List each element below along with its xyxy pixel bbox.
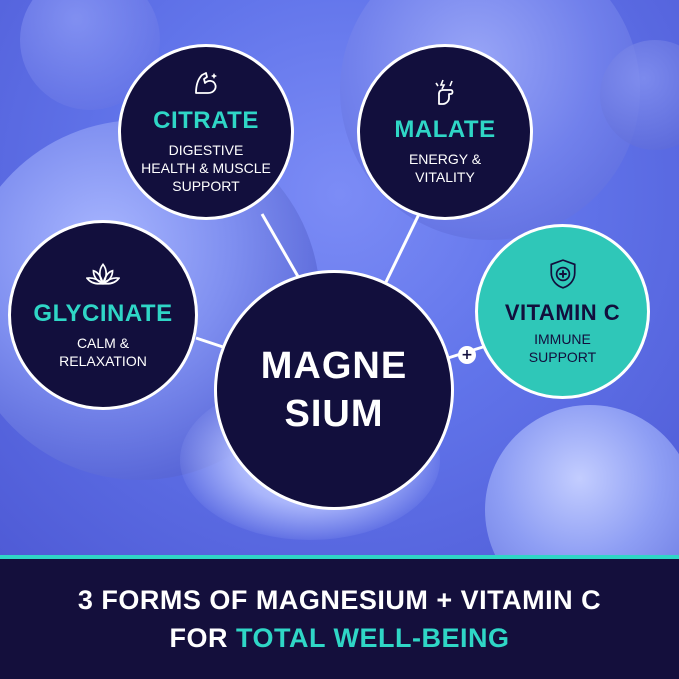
bottom-banner: 3 FORMS OF MAGNESIUM + VITAMIN C FOR TOT… — [0, 555, 679, 679]
form-title: CITRATE — [153, 107, 259, 134]
description-line: DIGESTIVE — [168, 142, 244, 158]
form-circle-glycinate: GLYCINATE CALM & RELAXATION — [8, 220, 198, 410]
form-title: MALATE — [394, 116, 496, 143]
form-circle-malate: MALATE ENERGY & VITALITY — [357, 44, 533, 220]
description-line: ENERGY & — [408, 151, 482, 167]
description-line: HEALTH & MUSCLE — [141, 160, 271, 176]
shield-plus-icon — [549, 258, 576, 289]
plus-icon: + — [458, 346, 476, 364]
form-title: GLYCINATE — [33, 300, 173, 327]
form-description: ENERGY & VITALITY — [409, 150, 481, 186]
banner-highlight: TOTAL WELL-BEING — [236, 623, 510, 653]
banner-line-1: 3 FORMS OF MAGNESIUM + VITAMIN C — [77, 585, 602, 615]
vitamin-title: VITAMIN C — [504, 299, 621, 325]
description-line: RELAXATION — [59, 353, 147, 369]
connector-citrate — [260, 213, 302, 281]
form-description: CALM & RELAXATION — [59, 334, 147, 370]
description-line: VITALITY — [415, 169, 475, 185]
vitamin-description: IMMUNE SUPPORT — [529, 330, 596, 366]
description-line: SUPPORT — [528, 348, 597, 365]
magnesium-center-circle: MAGNE SIUM — [214, 270, 454, 510]
form-description: DIGESTIVE HEALTH & MUSCLE SUPPORT — [141, 141, 271, 195]
description-line: IMMUNE — [534, 330, 591, 347]
banner-prefix: FOR — [169, 623, 236, 653]
connector-malate — [384, 211, 422, 283]
description-line: SUPPORT — [172, 178, 240, 194]
center-title-line: SIUM — [284, 393, 384, 435]
description-line: CALM & — [76, 335, 130, 351]
vitamin-c-circle: VITAMIN C IMMUNE SUPPORT — [475, 224, 650, 399]
decorative-sphere — [600, 40, 679, 150]
lotus-icon — [86, 263, 120, 286]
flexed-arm-icon — [195, 72, 217, 94]
power-fist-icon — [435, 79, 454, 105]
banner-line-2: FOR TOTAL WELL-BEING — [170, 619, 510, 657]
form-circle-citrate: CITRATE DIGESTIVE HEALTH & MUSCLE SUPPOR… — [118, 44, 294, 220]
center-title-line: MAGNE — [260, 345, 408, 387]
